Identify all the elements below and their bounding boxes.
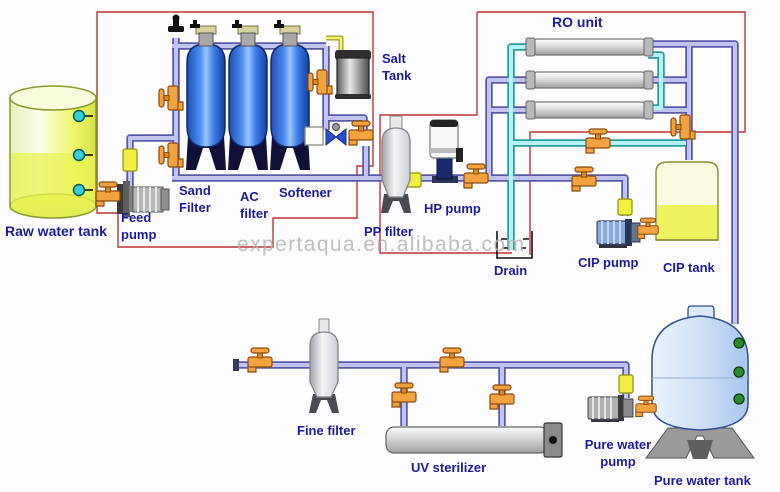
ac-filter-vessel <box>228 20 268 170</box>
ro-membrane-3 <box>525 100 654 120</box>
label-feed-pump: Feed pump <box>121 210 157 242</box>
valve-icon <box>635 395 657 418</box>
pretreatment-zone-outline <box>96 11 374 248</box>
cip-pump <box>596 219 641 248</box>
pipe-end-cap <box>233 359 239 371</box>
ro-membrane-1 <box>525 37 654 57</box>
label-cip-tank: CIP tank <box>663 260 715 275</box>
cip-tank <box>655 161 719 241</box>
label-fine-filter: Fine filter <box>297 423 356 438</box>
softener-control-valve <box>304 123 347 147</box>
tank-level-sensor-icon <box>733 337 745 405</box>
label-pp-filter: PP filter <box>364 224 413 239</box>
ro-membrane-2 <box>525 70 654 90</box>
label-ro-unit: RO unit <box>552 14 603 30</box>
valve-icon <box>95 181 121 207</box>
hp-pump <box>429 119 463 183</box>
valve-icon <box>571 166 597 192</box>
label-raw-water-tank: Raw water tank <box>5 223 107 239</box>
valve-icon <box>637 217 659 240</box>
sand-filter-vessel <box>186 20 226 170</box>
valve-icon <box>463 163 489 189</box>
uv-sterilizer <box>385 422 563 458</box>
pure-water-tank <box>645 305 755 459</box>
label-cip-pump: CIP pump <box>578 255 639 270</box>
watermark: expertaqua.en.alibaba.com <box>237 233 526 256</box>
label-uv-sterilizer: UV sterilizer <box>411 460 487 475</box>
label-sand-filter: Sand Filter <box>179 183 211 215</box>
label-pure-water-tank: Pure water tank <box>654 473 751 488</box>
filtration-zone-outline <box>379 12 512 254</box>
pp-filter-vessel <box>381 115 411 213</box>
softener-vessel <box>270 20 310 170</box>
ro-zone-outline <box>477 11 746 255</box>
ro-membrane-rack <box>525 37 654 120</box>
air-release-valve-icon <box>168 14 184 32</box>
flow-meter-icon <box>122 148 634 394</box>
pure-water-pump <box>587 395 634 422</box>
drain-box <box>496 231 533 259</box>
zone-outlines <box>96 11 746 255</box>
brine-pipe <box>326 36 343 52</box>
valve-icon <box>585 128 611 154</box>
label-softener: Softener <box>279 185 332 200</box>
level-sensor-icon <box>72 109 93 197</box>
fine-filter-vessel <box>309 318 339 413</box>
label-salt-tank: Salt Tank <box>382 51 412 83</box>
salt-tank <box>335 50 371 99</box>
raw-water-tank <box>9 85 97 219</box>
label-hp-pump: HP pump <box>424 201 481 216</box>
label-drain: Drain <box>494 263 528 278</box>
label-pure-water-pump: Pure water pump <box>584 437 652 469</box>
valve-icon <box>348 120 374 146</box>
label-ac-filter: AC filter <box>240 189 269 221</box>
